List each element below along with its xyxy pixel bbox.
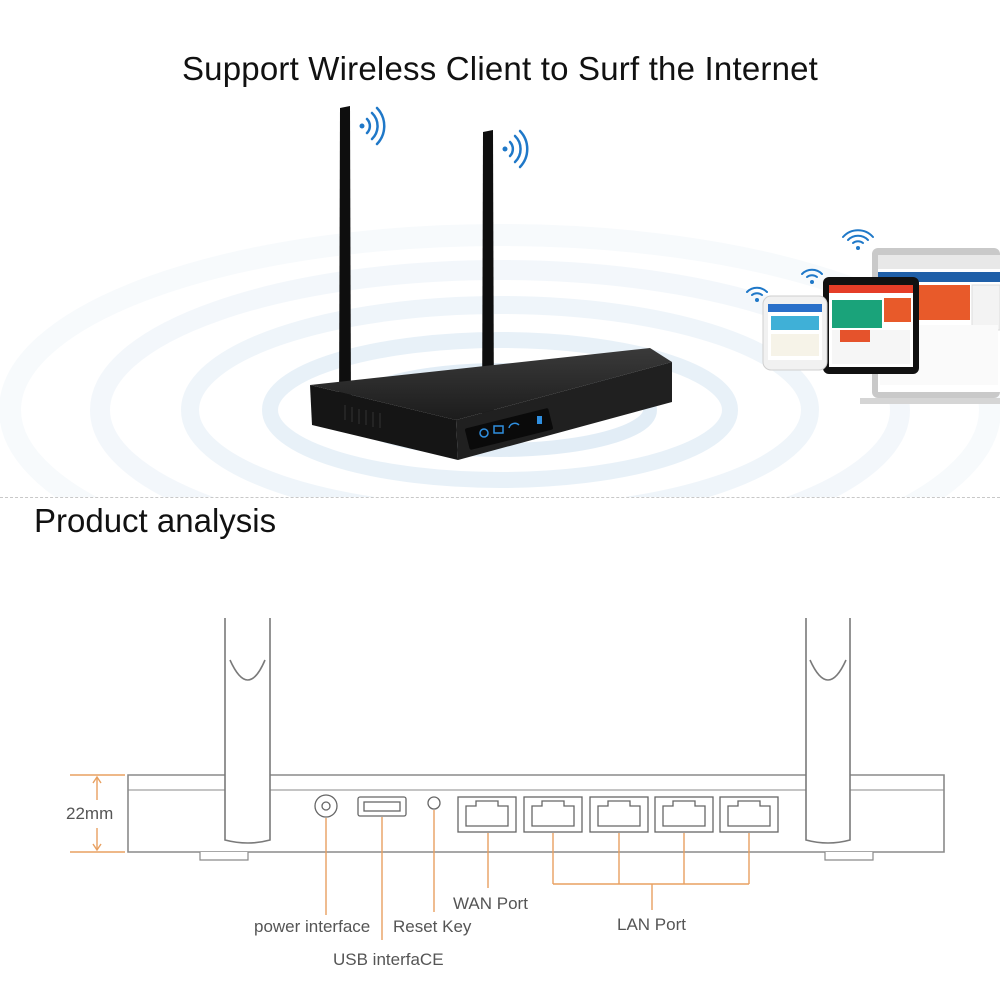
- power-interface-label: power interface: [254, 917, 371, 936]
- wifi-icon: [842, 229, 874, 250]
- wifi-icon: [359, 106, 386, 146]
- wireless-illustration-section: Support Wireless Client to Surf the Inte…: [0, 0, 1000, 497]
- lan-led-icon: [493, 425, 504, 434]
- wireless-router-illustration: [0, 106, 1000, 497]
- wireless-section-title: Support Wireless Client to Surf the Inte…: [181, 50, 819, 87]
- lan-port-label: LAN Port: [617, 915, 686, 934]
- power-led-icon: [479, 428, 489, 438]
- section-divider: [0, 497, 1000, 498]
- wifi-icon: [746, 286, 768, 302]
- product-analysis-title: Product analysis: [34, 502, 277, 539]
- router-rear-antennas: [224, 618, 851, 844]
- tablet-client: [823, 277, 919, 374]
- usb-led-icon: [537, 416, 542, 424]
- router-body: [310, 348, 672, 460]
- router-antennas: [339, 106, 494, 432]
- lan-port: [654, 796, 714, 833]
- usb-interface-label: USB interfaCE: [333, 950, 444, 969]
- wifi-icon: [801, 268, 823, 284]
- wifi-icon: [502, 129, 529, 169]
- height-dimension-label: 22mm: [66, 804, 114, 823]
- reset-key: [427, 796, 441, 810]
- router-rear-body: [127, 774, 945, 861]
- lan-port: [589, 796, 649, 833]
- phone-client: [762, 295, 870, 371]
- usb-port: [357, 796, 407, 817]
- lan-port: [719, 796, 779, 833]
- power-port: [314, 794, 338, 818]
- lan-port: [523, 796, 583, 833]
- wifi-led-icon: [508, 422, 520, 429]
- signal-rings: [0, 224, 1000, 497]
- wan-port-label: WAN Port: [453, 894, 528, 913]
- reset-key-label: Reset Key: [393, 917, 472, 936]
- wan-port: [457, 796, 517, 833]
